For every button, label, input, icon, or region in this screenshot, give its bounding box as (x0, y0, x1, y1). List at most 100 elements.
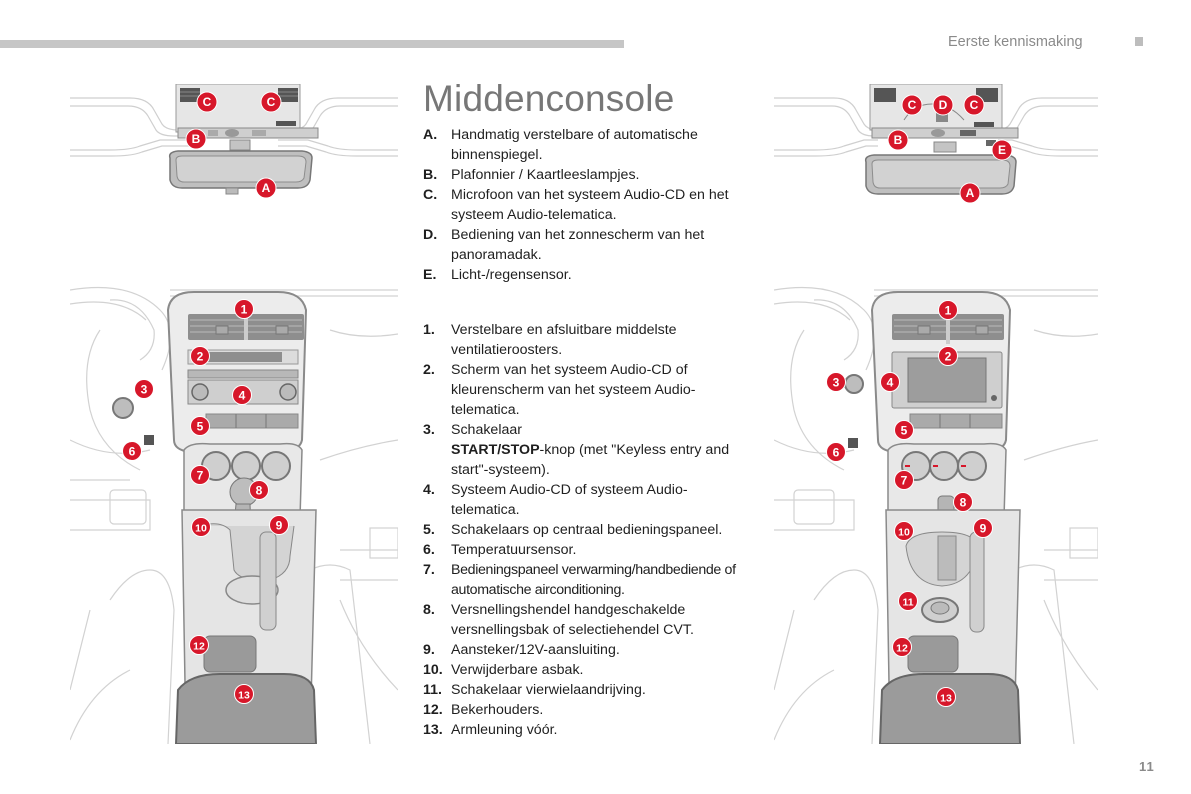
marker-2: 2 (190, 346, 210, 366)
legend-item-4: 4. Systeem Audio-CD of systeem Audio-tel… (423, 480, 781, 520)
legend-text: Bediening van het zonnescherm van het pa… (451, 227, 705, 263)
svg-text:6: 6 (129, 445, 136, 459)
legend-key: A. (423, 127, 438, 143)
svg-text:8: 8 (960, 496, 967, 510)
marker-10: 10 (191, 517, 211, 537)
roof-console-illustration-left: C C B A (70, 84, 398, 204)
section-marker-square (1135, 37, 1143, 46)
svg-text:13: 13 (238, 690, 250, 702)
svg-text:7: 7 (901, 474, 908, 488)
marker-a: A (255, 177, 277, 199)
legend-text: Scherm van het systeem Audio-CD of kleur… (451, 362, 696, 418)
legend-text: Bekerhouders. (451, 702, 544, 718)
marker-9: 9 (973, 518, 993, 538)
legend-text: Armleuning vóór. (451, 722, 558, 738)
legend-key: 9. (423, 642, 435, 658)
center-console-illustration-left: 1 2 3 4 5 6 7 8 (70, 270, 398, 744)
svg-text:C: C (203, 95, 212, 109)
svg-text:C: C (970, 98, 979, 112)
legend-key: 10. (423, 662, 443, 678)
center-console-drawing: 1 2 3 4 5 6 7 8 (774, 287, 1098, 744)
svg-text:D: D (939, 98, 948, 112)
svg-text:A: A (966, 186, 975, 200)
marker-3: 3 (826, 372, 846, 392)
svg-text:1: 1 (945, 304, 952, 318)
legend-key: 13. (423, 722, 443, 738)
svg-text:3: 3 (141, 383, 148, 397)
marker-4: 4 (232, 385, 252, 405)
svg-text:3: 3 (833, 376, 840, 390)
svg-text:12: 12 (896, 643, 908, 655)
svg-text:E: E (998, 143, 1006, 157)
page-title: Middenconsole (423, 78, 675, 119)
marker-c: C (963, 94, 985, 116)
marker-10: 10 (894, 521, 914, 541)
legend-item-11: 11. Schakelaar vierwielaandrijving. (423, 680, 781, 700)
marker-12: 12 (892, 637, 912, 657)
marker-4: 4 (880, 372, 900, 392)
legend-key: 8. (423, 602, 435, 618)
marker-8: 8 (953, 492, 973, 512)
svg-text:10: 10 (898, 527, 910, 539)
legend-text: Temperatuursensor. (451, 542, 577, 558)
legend-text: Microfoon van het systeem Audio-CD en he… (451, 187, 729, 223)
marker-7: 7 (190, 465, 210, 485)
legend-item-c: C. Microfoon van het systeem Audio-CD en… (423, 185, 751, 225)
legend-text: Aansteker/12V-aansluiting. (451, 642, 620, 658)
marker-a: A (959, 182, 981, 204)
legend-text: Licht-/regensensor. (451, 267, 572, 283)
legend-numbers: 1. Verstelbare en afsluitbare middelste … (423, 320, 781, 740)
marker-c: C (260, 91, 282, 113)
svg-text:6: 6 (833, 446, 840, 460)
marker-1: 1 (938, 300, 958, 320)
legend-key: E. (423, 267, 437, 283)
marker-e: E (991, 139, 1013, 161)
legend-item-1: 1. Verstelbare en afsluitbare middelste … (423, 320, 781, 360)
svg-text:B: B (894, 133, 903, 147)
svg-text:9: 9 (980, 522, 987, 536)
legend-key: 4. (423, 482, 435, 498)
legend-item-8: 8. Versnellingshendel handgeschakelde ve… (423, 600, 781, 640)
svg-text:11: 11 (902, 597, 913, 609)
legend-key: 3. (423, 422, 435, 438)
svg-text:2: 2 (197, 350, 204, 364)
legend-item-10: 10. Verwijderbare asbak. (423, 660, 781, 680)
svg-text:9: 9 (276, 519, 283, 533)
marker-6: 6 (826, 442, 846, 462)
svg-text:C: C (267, 95, 276, 109)
svg-text:A: A (262, 181, 271, 195)
legend-text: Handmatig verstelbare of automatische bi… (451, 127, 698, 163)
legend-item-a: A. Handmatig verstelbare of automatische… (423, 125, 751, 165)
legend-key: 2. (423, 362, 435, 378)
legend-key: D. (423, 227, 438, 243)
marker-1: 1 (234, 299, 254, 319)
page-number: 11 (1139, 759, 1155, 774)
svg-text:12: 12 (193, 641, 205, 653)
marker-13: 13 (936, 687, 956, 707)
legend-key: 12. (423, 702, 443, 718)
legend-item-6: 6. Temperatuursensor. (423, 540, 781, 560)
legend-item-b: B. Plafonnier / Kaartleeslampjes. (423, 165, 751, 185)
roof-console-illustration-right: C D C B E A (774, 84, 1098, 208)
legend-text: Systeem Audio-CD of systeem Audio-telema… (451, 482, 688, 518)
marker-9: 9 (269, 515, 289, 535)
marker-11: 11 (898, 591, 918, 611)
legend-item-5: 5. Schakelaars op centraal bedieningspan… (423, 520, 781, 540)
legend-item-9: 9. Aansteker/12V-aansluiting. (423, 640, 781, 660)
legend-text: Schakelaars op centraal bedieningspaneel… (451, 522, 723, 538)
svg-text:8: 8 (256, 484, 263, 498)
section-title: Eerste kennismaking (948, 34, 1083, 50)
legend-item-12: 12. Bekerhouders. (423, 700, 781, 720)
legend-key: B. (423, 167, 438, 183)
svg-text:10: 10 (195, 523, 207, 535)
legend-key: 5. (423, 522, 435, 538)
legend-item-2: 2. Scherm van het systeem Audio-CD of kl… (423, 360, 781, 420)
svg-text:4: 4 (239, 389, 246, 403)
header-bar (0, 40, 624, 48)
legend-text: Plafonnier / Kaartleeslampjes. (451, 167, 640, 183)
marker-c: C (901, 94, 923, 116)
center-console-illustration-right: 1 2 3 4 5 6 7 8 (774, 270, 1098, 744)
marker-2: 2 (938, 346, 958, 366)
marker-c: C (196, 91, 218, 113)
